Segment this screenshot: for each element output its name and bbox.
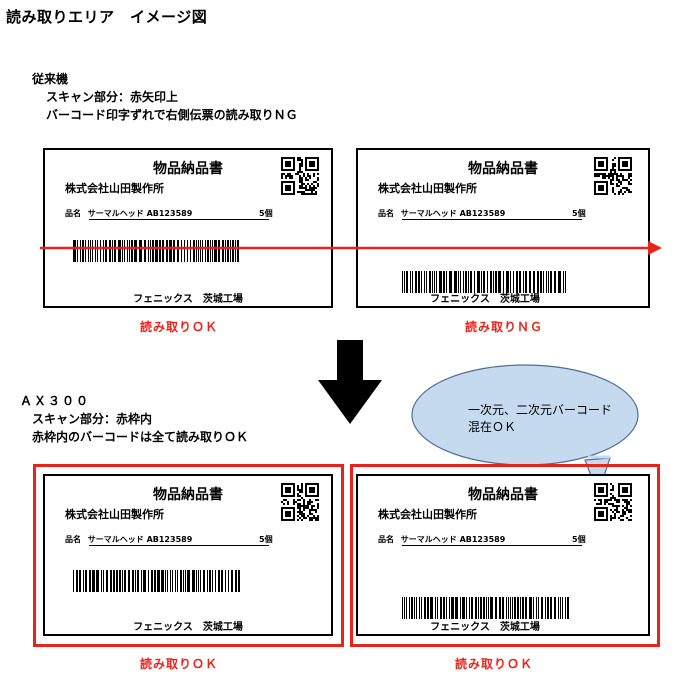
new-line1: スキャン部分：赤枠内 [32, 412, 153, 426]
slip-title: 物品納品書 [468, 487, 538, 503]
slip-new-right: 物品納品書 株式会社山田製作所 品名 サーマルヘッド AB123589 5個 フ… [356, 474, 650, 636]
new-line2: 赤枠内のバーコードは全て読み取りＯＫ [32, 430, 249, 444]
slip-item-value: サーマルヘッド AB123589 [87, 535, 193, 544]
slip-item-value: サーマルヘッド AB123589 [400, 209, 506, 218]
slip-item-value: サーマルヘッド AB123589 [400, 535, 506, 544]
result-old-right: 読み取りＮＧ [465, 320, 544, 334]
slip-item: 品名 サーマルヘッド AB123589 [65, 208, 192, 219]
slip-footer: フェニックス 茨城工場 [133, 622, 243, 633]
qr-code-icon [281, 483, 319, 521]
slip-old-right: 物品納品書 株式会社山田製作所 品名 サーマルヘッド AB123589 5個 フ… [356, 148, 650, 308]
slip-item-underline [402, 219, 582, 220]
old-line1: スキャン部分：赤矢印上 [46, 90, 179, 104]
slip-item-label: 品名 [378, 535, 394, 544]
slip-item: 品名 サーマルヘッド AB123589 [378, 208, 505, 219]
slip-item-underline [89, 219, 269, 220]
old-heading: 従来機 [32, 72, 69, 86]
callout-line1: 一次元、二次元バーコード [468, 403, 613, 417]
qr-code-icon [594, 157, 632, 195]
slip-title: 物品納品書 [468, 161, 538, 177]
slip-qty: 5個 [572, 535, 586, 544]
result-new-left: 読み取りＯＫ [140, 657, 219, 671]
slip-item-underline [89, 545, 269, 546]
slip-qty: 5個 [259, 535, 273, 544]
slip-title: 物品納品書 [153, 487, 223, 503]
slip-item: 品名 サーマルヘッド AB123589 [65, 534, 192, 545]
slip-company: 株式会社山田製作所 [378, 508, 477, 521]
slip-old-left: 物品納品書 株式会社山田製作所 品名 サーマルヘッド AB123589 5個 フ… [43, 148, 333, 308]
new-heading: ＡＸ３００ [20, 394, 91, 408]
barcode [73, 570, 240, 592]
slip-footer: フェニックス 茨城工場 [430, 622, 540, 633]
scan-arrow [40, 241, 662, 255]
old-line2: バーコード印字ずれで右側伝票の読み取りＮＧ [46, 108, 298, 122]
slip-company: 株式会社山田製作所 [65, 182, 164, 195]
slip-footer: フェニックス 茨城工場 [133, 294, 243, 305]
slip-footer: フェニックス 茨城工場 [430, 294, 540, 305]
callout-line2: 混在ＯＫ [468, 420, 517, 434]
result-new-right: 読み取りＯＫ [455, 657, 534, 671]
slip-qty: 5個 [259, 209, 273, 218]
slip-item-underline [402, 545, 582, 546]
scan-frame-right [350, 464, 660, 647]
slip-item-label: 品名 [65, 209, 81, 218]
result-old-left: 読み取りＯＫ [140, 320, 219, 334]
slip-item-label: 品名 [378, 209, 394, 218]
slip-company: 株式会社山田製作所 [65, 508, 164, 521]
slip-item-value: サーマルヘッド AB123589 [87, 209, 193, 218]
slip-new-left: 物品納品書 株式会社山田製作所 品名 サーマルヘッド AB123589 5個 フ… [43, 474, 333, 636]
page-title: 読み取りエリア イメージ図 [6, 8, 208, 26]
slip-qty: 5個 [572, 209, 586, 218]
down-arrow-icon [318, 340, 382, 424]
slip-item: 品名 サーマルヘッド AB123589 [378, 534, 505, 545]
barcode [402, 597, 569, 619]
scan-frame-left [33, 464, 344, 647]
qr-code-icon [281, 157, 319, 195]
slip-company: 株式会社山田製作所 [378, 182, 477, 195]
slip-title: 物品納品書 [153, 161, 223, 177]
slip-item-label: 品名 [65, 535, 81, 544]
barcode [402, 271, 566, 293]
barcode [73, 240, 239, 262]
qr-code-icon [594, 483, 632, 521]
